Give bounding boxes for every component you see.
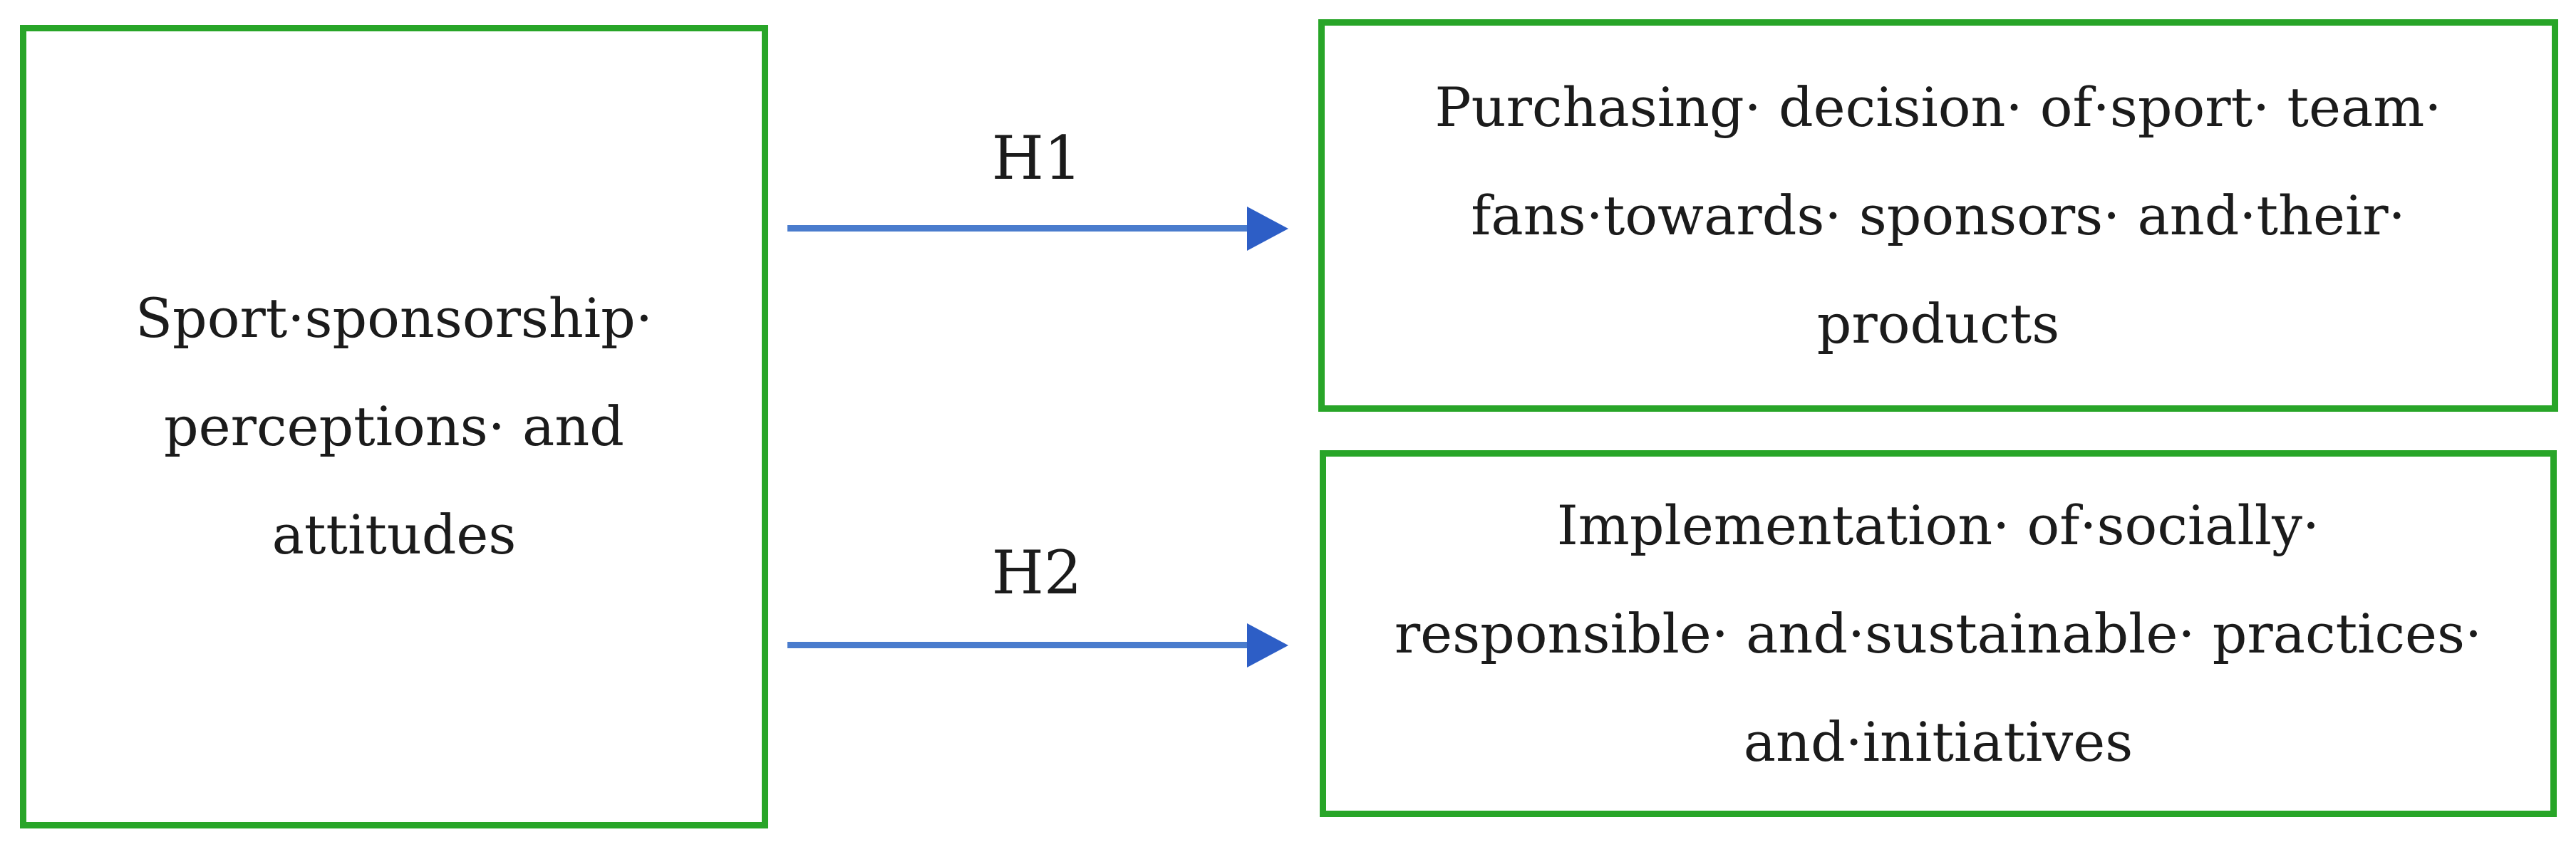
box-text-line: fans·towards· sponsors· and·their·: [1471, 183, 2406, 247]
h2-arrow-shaft: [787, 642, 1249, 648]
box-implementation-practices: Implementation· of·socially· responsible…: [1320, 450, 2557, 817]
box-text-line: products: [1816, 291, 2060, 355]
box-text-line: Sport·sponsorship·: [135, 286, 653, 350]
h1-arrow-shaft: [787, 225, 1249, 232]
box-text-line: and·initiatives: [1743, 710, 2133, 774]
h1-label: H1: [991, 123, 1082, 193]
box-text-line: Purchasing· decision· of·sport· team·: [1434, 75, 2442, 139]
box-text-line: attitudes: [271, 503, 517, 566]
box-text-line: responsible· and·sustainable· practices·: [1394, 601, 2483, 665]
box-text-line: Implementation· of·socially·: [1556, 493, 2320, 557]
box-sport-sponsorship: Sport·sponsorship· perceptions· and atti…: [20, 25, 768, 828]
h1-arrow-head-icon: [1247, 207, 1288, 251]
h2-arrow-head-icon: [1247, 623, 1288, 667]
box-purchasing-decision: Purchasing· decision· of·sport· team· fa…: [1318, 19, 2558, 412]
box-text-line: perceptions· and: [164, 395, 624, 458]
h2-label: H2: [991, 538, 1082, 608]
